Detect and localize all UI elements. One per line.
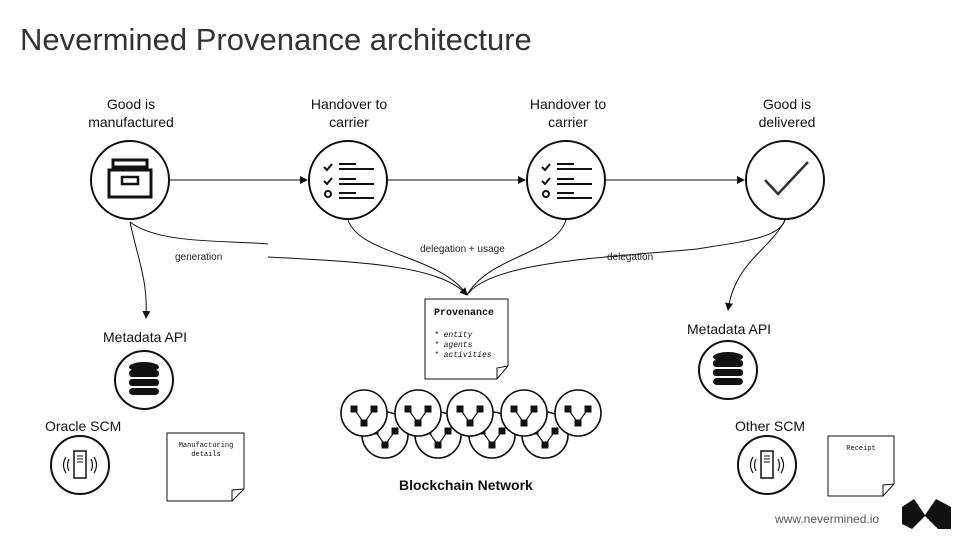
checklist-icon bbox=[541, 163, 592, 199]
page-title: Nevermined Provenance architecture bbox=[20, 22, 532, 57]
blockchain-node bbox=[340, 389, 388, 437]
provenance-curves bbox=[129, 219, 786, 296]
stage-label-handover-2: Handover to carrier bbox=[529, 96, 607, 130]
manufacturing-doc-text: Manufacturing details bbox=[178, 442, 234, 459]
oracle-scm-label: Oracle SCM bbox=[45, 418, 122, 434]
database-icon-right bbox=[698, 340, 758, 400]
nevermined-logo bbox=[902, 499, 951, 529]
checkmark-icon bbox=[764, 161, 809, 196]
stage-label-handover-1: Handover to carrier bbox=[310, 96, 388, 130]
stage-label-delivered: Good is delivered bbox=[758, 96, 816, 130]
archive-box-icon bbox=[107, 158, 153, 199]
footer-url: www.nevermined.io bbox=[775, 512, 880, 526]
checklist-icon bbox=[323, 163, 374, 199]
delegation-arrow bbox=[725, 219, 786, 311]
blockchain-network-icon bbox=[340, 389, 602, 459]
server-icon-left bbox=[50, 435, 110, 495]
other-scm-label: Other SCM bbox=[735, 418, 806, 434]
server-icon-right bbox=[737, 435, 797, 495]
metadata-api-right-label: Metadata API bbox=[687, 321, 772, 337]
blockchain-node bbox=[554, 389, 602, 437]
stage-circle-manufactured bbox=[90, 140, 170, 220]
stage-label-manufactured: Good is manufactured bbox=[88, 96, 174, 130]
receipt-doc bbox=[827, 435, 895, 497]
edge-label-delegation: delegation bbox=[607, 252, 654, 263]
edge-label-delegation-usage: delegation + usage bbox=[420, 244, 505, 255]
provenance-item: * activities bbox=[434, 351, 492, 360]
provenance-note bbox=[424, 298, 509, 380]
generation-arrow bbox=[129, 221, 151, 319]
blockchain-network-label: Blockchain Network bbox=[399, 477, 533, 493]
blockchain-node bbox=[500, 389, 548, 437]
provenance-item: * entity bbox=[434, 331, 473, 340]
edge-label-generation: generation bbox=[175, 252, 223, 263]
provenance-note-content: Provenance * entity * agents * activitie… bbox=[434, 308, 506, 361]
blockchain-node bbox=[394, 389, 442, 437]
provenance-item: * agents bbox=[434, 341, 473, 350]
metadata-api-left-label: Metadata API bbox=[103, 329, 188, 345]
stage-circle-delivered bbox=[745, 140, 825, 220]
manufacturing-doc bbox=[166, 432, 245, 502]
receipt-doc-text: Receipt bbox=[846, 445, 876, 453]
database-icon-left bbox=[114, 350, 174, 410]
blockchain-node bbox=[446, 389, 494, 437]
provenance-title: Provenance bbox=[434, 308, 495, 319]
